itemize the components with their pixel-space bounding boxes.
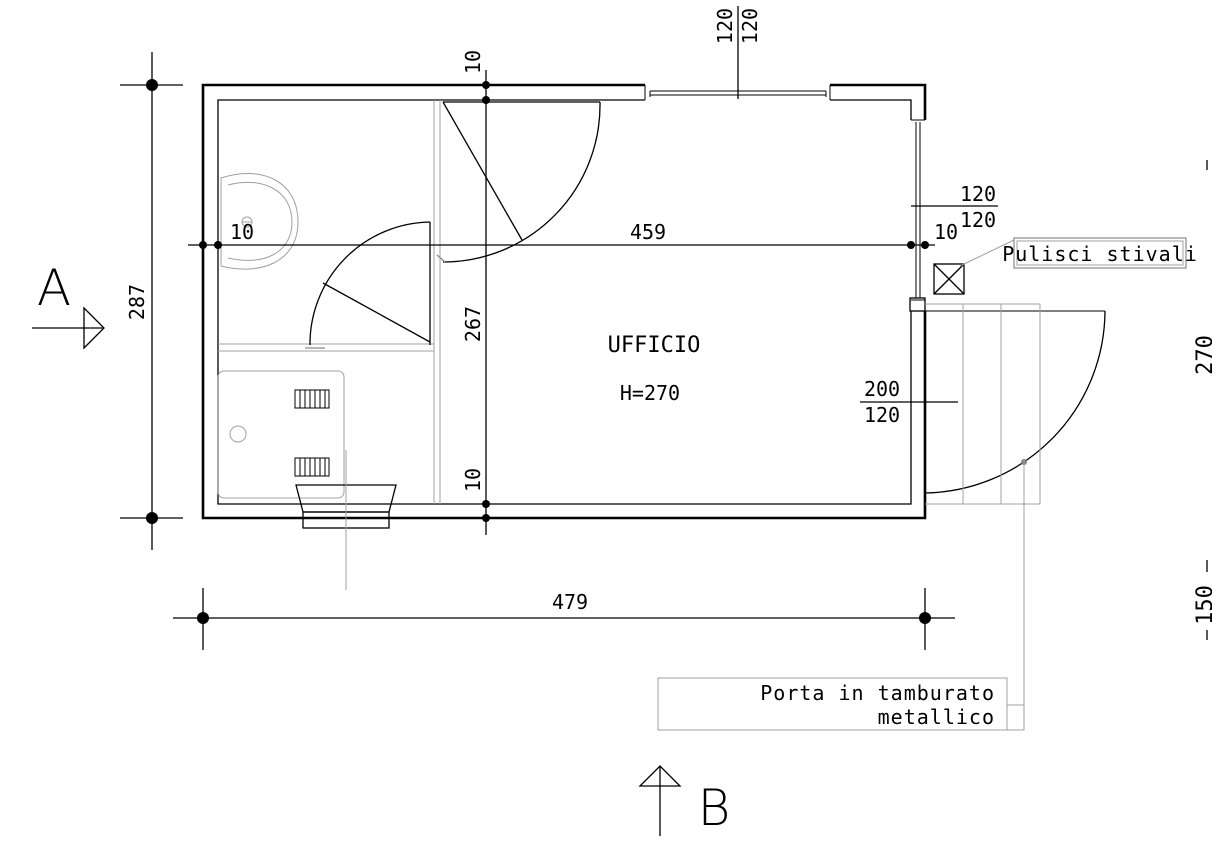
wall-bottom-label: 10	[461, 468, 485, 492]
boot-cleaner-symbol	[933, 239, 1015, 295]
room-height: H=270	[620, 381, 680, 405]
section-marker-b: B	[638, 765, 731, 837]
bathroom-partitions	[218, 100, 441, 504]
wall-right-label: 10	[934, 220, 958, 244]
right-door-dim-2: 120	[864, 403, 900, 427]
inner-width-label: 459	[630, 220, 666, 244]
boot-cleaner-label: Pulisci stivali	[1002, 242, 1198, 266]
door-note-line-2: metallico	[878, 705, 995, 729]
shower-tray-grate-1	[294, 389, 330, 409]
right-window-dim-1: 120	[960, 182, 996, 206]
room-name: UFFICIO	[608, 333, 701, 358]
top-window-dim-2: 120	[738, 8, 762, 44]
door-note-line-1: Porta in tamburato	[760, 681, 995, 705]
exterior-steps	[925, 303, 1041, 505]
section-b-label: B	[698, 779, 731, 837]
dimension-overall-width: 479	[173, 588, 955, 650]
bathroom-door	[305, 221, 431, 349]
edge-dim-150: 150	[1193, 585, 1212, 625]
shower	[217, 370, 397, 590]
overall-width-label: 479	[552, 590, 588, 614]
shower-tray-grate-2	[294, 457, 330, 477]
overall-height-label: 287	[125, 284, 149, 320]
sink	[220, 172, 299, 270]
dimension-inner-width: 459 10 10	[188, 220, 958, 249]
boot-cleaner-label-box: Pulisci stivali	[1002, 237, 1198, 269]
right-window-dim-2: 120	[960, 208, 996, 232]
wall-top-label: 10	[461, 50, 485, 74]
door-note: Porta in tamburato metallico	[657, 465, 1025, 731]
right-window-dimension: 120 120	[911, 182, 998, 232]
right-door-dim-1: 200	[864, 377, 900, 401]
office-door	[436, 101, 601, 263]
dimension-inner-height: 267 10 10	[461, 50, 490, 535]
edge-dim-270: 270	[1193, 335, 1212, 375]
dimension-overall-height: 287	[120, 52, 183, 550]
wall-left-label: 10	[230, 220, 254, 244]
right-window	[911, 119, 925, 301]
section-marker-a: A	[32, 259, 105, 350]
top-window-dimension: 120 120	[713, 6, 762, 99]
inner-height-label: 267	[461, 306, 485, 342]
walls	[201, 83, 927, 520]
right-door-dimension: 200 120	[860, 377, 958, 427]
top-window-dim-1: 120	[713, 8, 737, 44]
section-a-label: A	[37, 259, 71, 317]
right-edge-dimensions: 270 150	[1193, 160, 1212, 640]
entrance-door	[924, 310, 1106, 494]
